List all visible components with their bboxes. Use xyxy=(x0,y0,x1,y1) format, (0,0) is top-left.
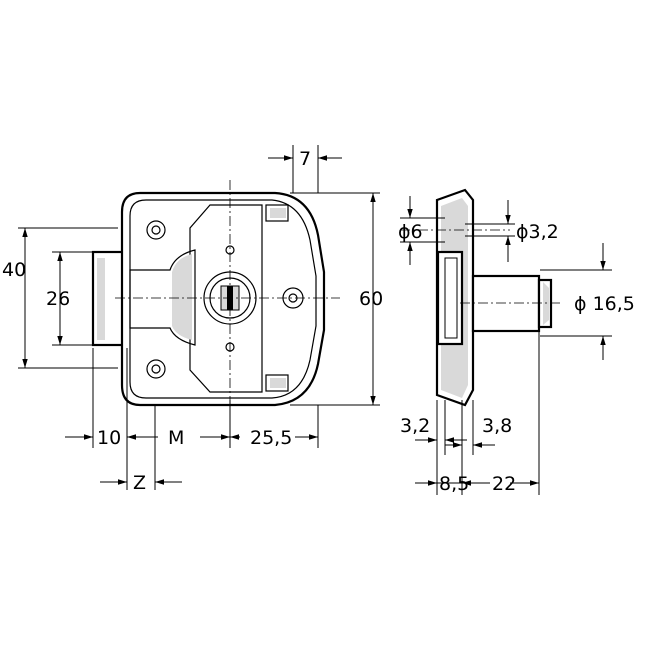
front-view xyxy=(91,180,340,420)
dim-phi-6: ϕ6 xyxy=(398,221,423,243)
dimension-lines xyxy=(18,145,612,495)
dim-60: 60 xyxy=(359,288,383,310)
dim-7: 7 xyxy=(299,148,311,170)
dim-40: 40 xyxy=(2,259,26,281)
dim-26: 26 xyxy=(46,288,70,310)
dim-3-8: 3,8 xyxy=(482,415,512,437)
dim-m: M xyxy=(168,427,184,449)
screw-hole-bottom xyxy=(146,359,166,379)
cylinder-side xyxy=(471,274,553,333)
dim-phi-3-2: ϕ3,2 xyxy=(516,221,559,243)
dim-25-5: 25,5 xyxy=(250,427,292,449)
dim-10: 10 xyxy=(97,427,121,449)
side-view xyxy=(400,188,560,407)
dim-3-2: 3,2 xyxy=(400,415,430,437)
dim-z: Z xyxy=(133,472,146,494)
screw-hole-top xyxy=(146,220,166,240)
dim-8-5: 8,5 xyxy=(439,473,469,495)
dimension-labels: 40 26 60 7 10 M 25,5 Z ϕ6 ϕ3,2 ϕ 16,5 3,… xyxy=(2,148,635,495)
dim-phi-16-5: ϕ 16,5 xyxy=(574,293,635,315)
dim-22: 22 xyxy=(492,473,516,495)
